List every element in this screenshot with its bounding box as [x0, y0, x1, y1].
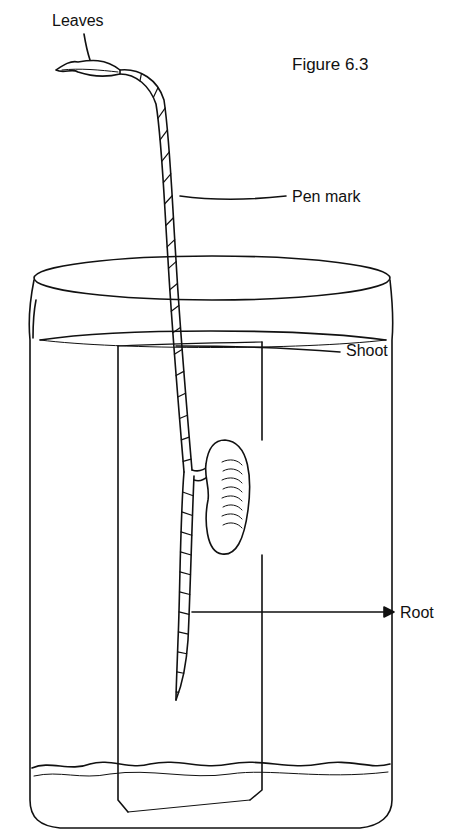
pen-marks [140, 73, 193, 692]
pen-mark [173, 327, 181, 332]
pen-mark [168, 262, 176, 269]
leader-line [180, 196, 286, 199]
water-surface [32, 762, 390, 768]
pen-mark [165, 196, 173, 204]
pen-mark [181, 532, 192, 535]
seed-marking [223, 523, 242, 528]
part-label: Shoot [346, 342, 388, 360]
pen-mark [171, 306, 179, 312]
pen-mark [166, 218, 174, 226]
shoot [120, 70, 192, 470]
pen-mark [179, 612, 189, 614]
jar [29, 256, 393, 828]
bean-seed [206, 440, 250, 554]
pen-mark [178, 632, 188, 634]
leader-line [84, 34, 90, 60]
arrowhead [384, 607, 394, 617]
pen-mark [182, 512, 193, 516]
seed-marking [222, 478, 242, 483]
blotting-paper [118, 342, 262, 812]
pen-mark [183, 492, 194, 496]
leaves [56, 60, 120, 76]
paper-edge [118, 346, 128, 812]
seed-marking [222, 496, 242, 501]
pen-mark [183, 459, 191, 461]
jar-neck [33, 300, 36, 338]
pen-mark [178, 393, 186, 397]
shoot [120, 74, 184, 472]
pen-mark [178, 652, 187, 654]
pen-mark [167, 240, 175, 247]
pen-mark [176, 691, 179, 693]
jar-rim [34, 256, 390, 300]
seed-marking [223, 469, 242, 474]
paper-edge [250, 555, 262, 800]
pen-mark [180, 572, 191, 575]
seed-marking [223, 505, 242, 510]
jar-inner-rim [40, 331, 386, 340]
pen-mark [140, 73, 141, 80]
pen-mark [181, 437, 189, 440]
seed-markings [222, 460, 242, 528]
pen-mark [174, 349, 182, 354]
seed-marking [222, 514, 242, 519]
pen-mark [180, 415, 188, 418]
part-label: Root [400, 604, 434, 622]
root [176, 472, 184, 700]
seed-marking [222, 460, 242, 465]
pen-mark [176, 371, 184, 375]
paper-edge [128, 800, 250, 812]
pen-mark [170, 284, 178, 290]
pen-mark [163, 174, 170, 183]
pen-mark [153, 88, 158, 98]
leaf-vein [62, 69, 118, 72]
figure-title: Figure 6.3 [292, 56, 369, 75]
pen-mark [162, 152, 169, 161]
paper-edge [261, 342, 263, 440]
pen-mark [158, 108, 165, 118]
part-label: Pen mark [292, 188, 360, 206]
seed-marking [223, 487, 242, 492]
part-label: Leaves [52, 12, 104, 30]
pen-mark [177, 672, 184, 673]
root [176, 476, 194, 700]
leader-line [176, 346, 340, 352]
jar-body [29, 280, 393, 828]
pen-mark [160, 130, 167, 140]
water-surface [34, 772, 388, 776]
pen-mark [179, 592, 189, 595]
pen-mark [180, 552, 191, 555]
leader-line [192, 611, 384, 613]
